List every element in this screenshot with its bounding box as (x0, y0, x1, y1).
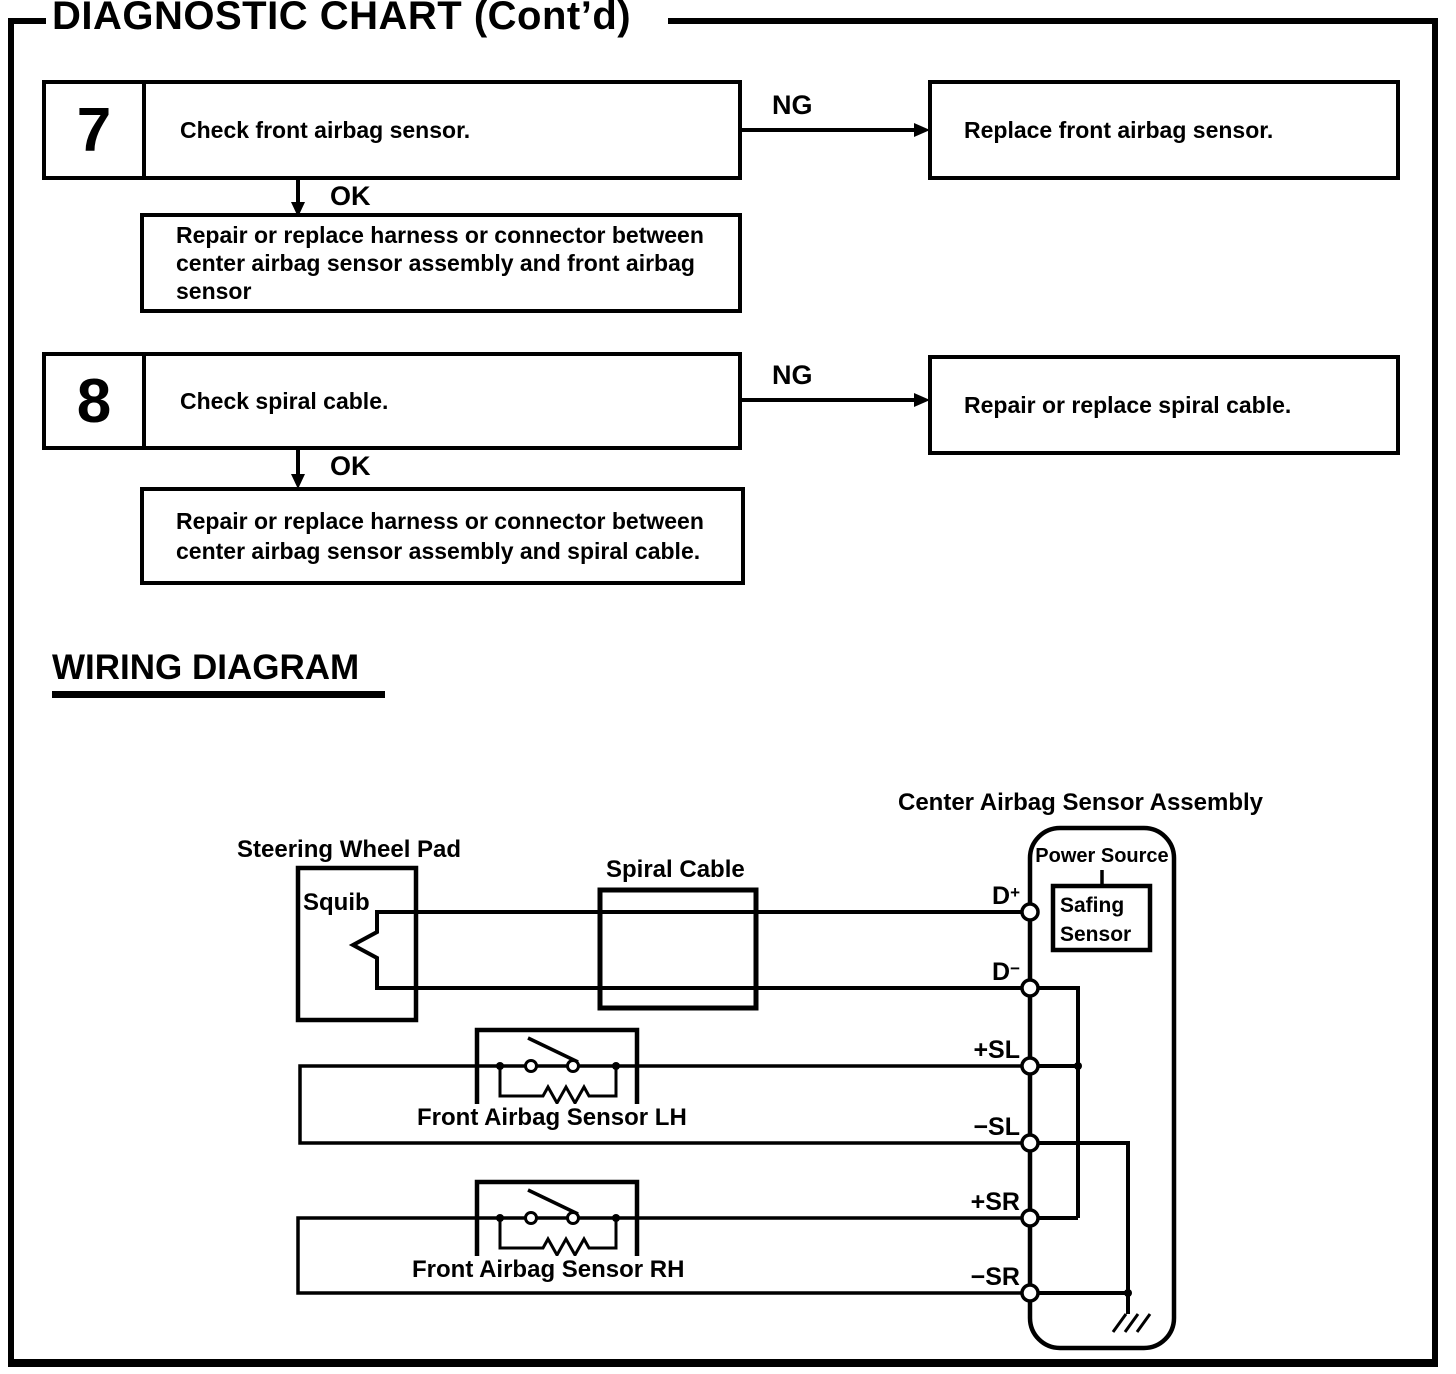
steering-wheel-pad-label: Steering Wheel Pad (237, 836, 462, 863)
step8-ok-result-box: Repair or replace harness or connector b… (140, 487, 745, 585)
internal-junction-dot-plus (1074, 1062, 1082, 1070)
rh-switch-contact-left-icon (524, 1211, 538, 1225)
ground-icon (1111, 1313, 1152, 1333)
terminal-sr-minus-main: −SR (970, 1263, 1020, 1291)
step7-ok-result-box: Repair or replace harness or connector b… (140, 213, 742, 313)
rh-junction-dot-left (496, 1214, 504, 1222)
front-sensor-rh-label: Front Airbag Sensor RH (412, 1256, 685, 1284)
squib-element-icon (348, 910, 414, 990)
internal-dminus-bus (1038, 986, 1080, 1218)
internal-slminus-bus (1038, 1141, 1130, 1293)
terminal-label-sr-minus: −SR (962, 1263, 1020, 1292)
step7-ng-result-box: Replace front airbag sensor. (928, 80, 1400, 180)
page-title: DIAGNOSTIC CHART (Cont’d) (52, 0, 632, 38)
step7-ng-arrowhead-icon (914, 123, 930, 137)
lh-switch-blade-icon (527, 1036, 579, 1064)
spiral-cable-box (597, 887, 759, 1011)
terminal-circle-sl-plus (1020, 1056, 1040, 1076)
terminal-label-sr-plus: +SR (962, 1188, 1020, 1217)
lh-switch-contact-right-icon (566, 1059, 580, 1073)
power-source-label: Power Source (1035, 845, 1169, 867)
terminal-d-minus-sup: − (1010, 959, 1020, 978)
step8-instruction: Check spiral cable. (180, 387, 389, 414)
terminal-label-sl-minus: −SL (962, 1113, 1020, 1142)
terminal-circle-sl-minus (1020, 1133, 1040, 1153)
flowchart-connectors (291, 123, 930, 489)
frame-left-border (8, 18, 14, 1367)
terminal-d-plus-main: D (992, 882, 1011, 910)
step8-ng-label: NG (772, 360, 813, 390)
frame-bottom-border (8, 1359, 1438, 1367)
step8-ok-label: OK (330, 451, 371, 481)
step8-ng-arrowhead-icon (914, 393, 930, 407)
squib-label: Squib (303, 889, 370, 917)
terminal-circles (1020, 902, 1040, 1303)
wiring-diagram-heading: WIRING DIAGRAM (52, 648, 386, 698)
terminal-sl-plus-main: +SL (973, 1036, 1020, 1064)
step7-instruction: Check front airbag sensor. (180, 116, 471, 143)
terminal-circle-sr-minus (1020, 1283, 1040, 1303)
lh-junction-dot-left (496, 1062, 504, 1070)
step8-box: 8 Check spiral cable. (42, 352, 742, 450)
step8-ok-arrowhead-icon (291, 474, 305, 489)
step8-ng-result-text: Repair or replace spiral cable. (964, 391, 1292, 418)
terminal-circle-sr-plus (1020, 1208, 1040, 1228)
steering-wheel-pad-box (295, 865, 419, 1023)
safing-sensor-label: Safing Sensor (1060, 894, 1132, 946)
step7-number: 7 (46, 84, 146, 176)
safing-sensor-box (1050, 883, 1153, 953)
terminal-circle-d-minus (1020, 978, 1040, 998)
rh-switch-blade-icon (527, 1188, 579, 1216)
frame-right-border (1432, 18, 1438, 1367)
step7-ok-arrowhead-icon (291, 202, 305, 217)
frame-top-left-segment (8, 18, 46, 24)
internal-srminus-stub (1038, 1291, 1130, 1314)
internal-junction-dot-minus (1124, 1289, 1132, 1297)
terminal-sr-plus-main: +SR (970, 1188, 1020, 1216)
lh-switch-contact-left-icon (524, 1059, 538, 1073)
front-sensor-lh-label: Front Airbag Sensor LH (417, 1104, 687, 1132)
wire-loop-lh (298, 1064, 1022, 1145)
step8-ng-result-box: Repair or replace spiral cable. (928, 355, 1400, 455)
step7-ok-label: OK (330, 181, 371, 211)
step7-ok-result-text: Repair or replace harness or connector b… (176, 222, 704, 304)
terminal-sl-minus-main: −SL (973, 1113, 1020, 1141)
lh-junction-dot-right (612, 1062, 620, 1070)
step7-ng-result-text: Replace front airbag sensor. (964, 116, 1274, 143)
wire-loop-rh (296, 1216, 1022, 1295)
spiral-cable-label: Spiral Cable (606, 856, 745, 883)
rh-switch-contact-right-icon (566, 1211, 580, 1225)
step8-number: 8 (46, 356, 146, 446)
center-assembly-label: Center Airbag Sensor Assembly (898, 789, 1264, 816)
terminal-label-d-minus: D− (962, 958, 1020, 987)
terminal-label-d-plus: D+ (962, 882, 1020, 911)
lh-resistor-loop-icon (498, 1066, 618, 1107)
step7-ng-label: NG (772, 90, 813, 120)
terminal-d-plus-sup: + (1010, 883, 1020, 902)
step8-ok-result-text: Repair or replace harness or connector b… (176, 508, 704, 564)
terminal-d-minus-main: D (992, 958, 1011, 986)
step7-box: 7 Check front airbag sensor. (42, 80, 742, 180)
terminal-label-sl-plus: +SL (962, 1036, 1020, 1065)
rh-junction-dot-right (612, 1214, 620, 1222)
frame-top-right-segment (668, 18, 1438, 24)
center-assembly-body (1027, 825, 1177, 1351)
terminal-circle-d-plus (1020, 902, 1040, 922)
rh-resistor-loop-icon (498, 1218, 618, 1259)
